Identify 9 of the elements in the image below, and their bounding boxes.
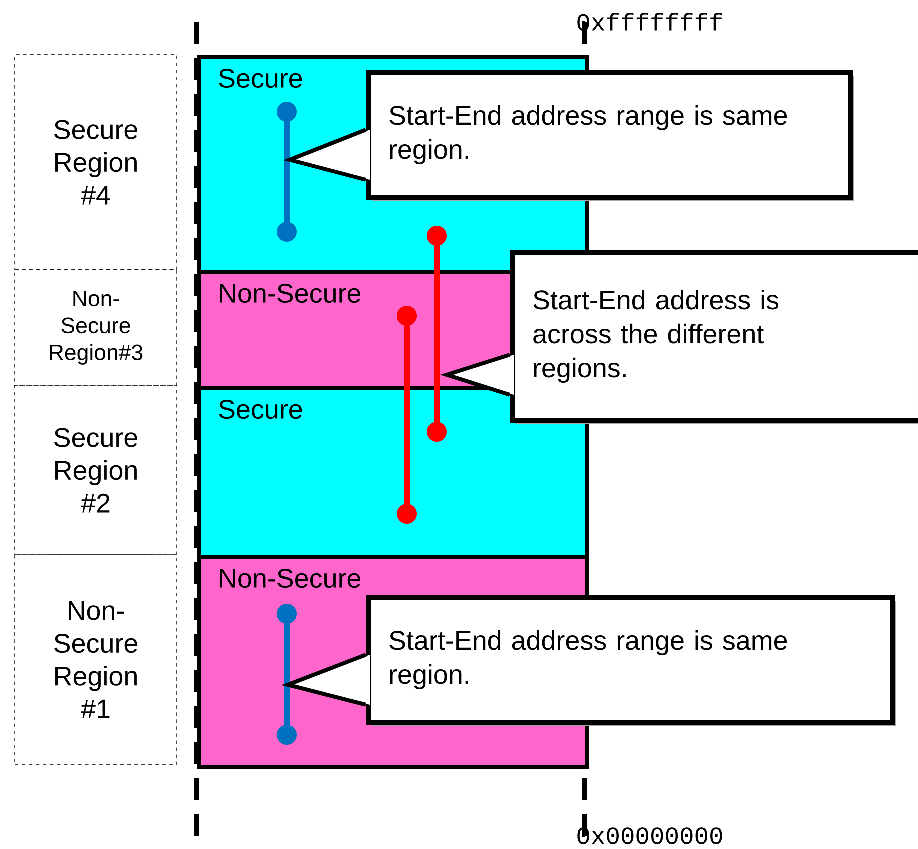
callout-tooltip: Start-End address is across the different regions. (440, 250, 918, 424)
region-box: Secure Region #2 (14, 386, 178, 556)
region-box: Non-Secure Region#3 (14, 270, 178, 386)
address-label: 0xffffffff (578, 12, 722, 32)
memory-region: Secure (197, 386, 589, 559)
region-box: Secure Region #4 (14, 54, 178, 270)
callout-tooltip: Start-End address range is same region. (281, 595, 896, 726)
address-label: 0x00000000 (578, 828, 722, 844)
region-box: Non-Secure Region #1 (14, 554, 178, 766)
